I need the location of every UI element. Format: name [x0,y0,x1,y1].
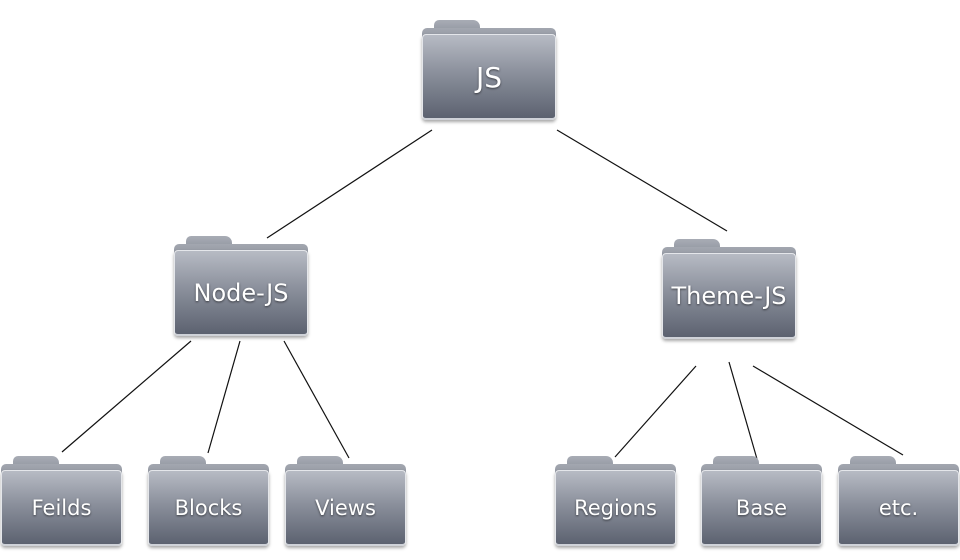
folder-label: JS [475,60,503,94]
edge-node-js-feilds [61,340,192,453]
folder-label: Views [315,496,376,520]
folder-views[interactable]: Views [285,456,406,546]
folder-node-js[interactable]: Node-JS [174,236,308,336]
edge-theme-js-base [728,361,758,460]
edge-node-js-views [283,340,350,459]
folder-label: Feilds [31,496,92,520]
folder-js[interactable]: JS [422,20,556,120]
folder-label: Blocks [174,496,243,520]
folder-etc[interactable]: etc. [838,456,959,546]
edge-node-js-blocks [207,340,241,454]
folder-label: etc. [878,496,919,520]
folder-label: Theme-JS [671,282,787,310]
folder-regions[interactable]: Regions [555,456,676,546]
edge-js-theme-js [556,129,728,232]
edge-js-node-js [266,129,433,239]
folder-label: Node-JS [193,279,289,307]
folder-theme-js[interactable]: Theme-JS [662,239,796,339]
edge-theme-js-regions [614,365,697,458]
folder-base[interactable]: Base [701,456,822,546]
folder-label: Regions [574,496,657,520]
folder-feilds[interactable]: Feilds [1,456,122,546]
folder-label: Base [735,496,788,520]
edge-theme-js-etc [752,365,904,456]
folder-blocks[interactable]: Blocks [148,456,269,546]
